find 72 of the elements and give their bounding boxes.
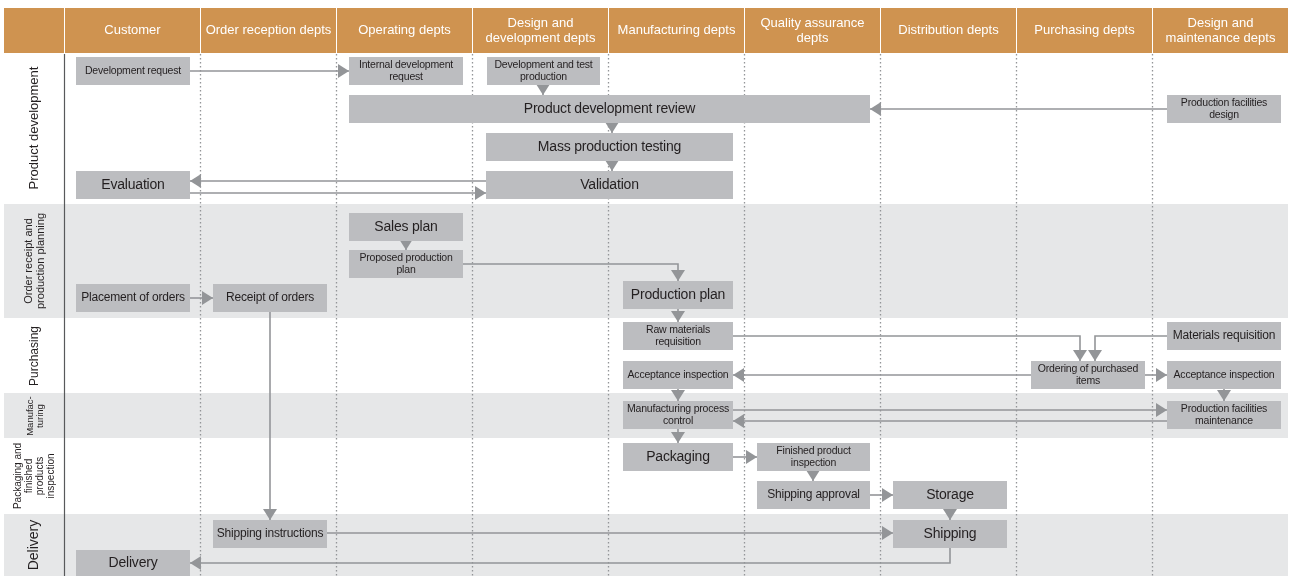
arrow [732, 335, 1087, 362]
arrow [671, 388, 685, 402]
arrow [671, 308, 685, 323]
process-box: Shipping instructions [213, 520, 327, 548]
swimlane-band [4, 204, 1288, 318]
column-header: Manufacturing depts [609, 8, 744, 53]
arrow [189, 64, 350, 78]
process-box: Mass production testing [486, 133, 733, 161]
process-box: Shipping [893, 520, 1007, 548]
lane-label: Product development [24, 65, 42, 192]
process-box: Product development review [349, 95, 870, 123]
arrow [732, 414, 1168, 428]
process-box: Acceptance inspection [623, 361, 733, 389]
process-box: Storage [893, 481, 1007, 509]
arrow [1144, 368, 1168, 382]
arrow [732, 403, 1168, 417]
arrow [1088, 335, 1168, 362]
lane-label: Delivery [24, 518, 43, 573]
arrow [605, 122, 619, 134]
lane-label: Packaging and finished products inspection [11, 441, 57, 512]
arrow [943, 508, 957, 521]
arrow [671, 428, 685, 444]
swimlane-band [4, 514, 1288, 576]
arrow [189, 547, 951, 570]
process-box: Ordering of purchased items [1031, 361, 1145, 389]
process-box: Manufacturing process control [623, 401, 733, 429]
arrow [189, 186, 487, 200]
arrow [806, 470, 820, 482]
arrow [732, 368, 1032, 382]
process-box: Production facilities design [1167, 95, 1281, 123]
process-box: Receipt of orders [213, 284, 327, 312]
lane-label: Order receipt and production planning [20, 212, 47, 311]
process-box: Development and test production [487, 57, 600, 85]
column-header: Customer [65, 8, 200, 53]
column-header: Order reception depts [201, 8, 336, 53]
arrow [263, 311, 277, 521]
process-box: Acceptance inspection [1167, 361, 1281, 389]
arrow [399, 239, 413, 251]
lane-label: Purchasing [25, 324, 42, 388]
process-box: Finished product inspection [757, 443, 870, 471]
lane-label: Manufac-turing [21, 395, 46, 436]
arrow [462, 263, 685, 282]
column-header: Purchasing depts [1017, 8, 1152, 53]
process-box: Production plan [623, 281, 733, 309]
column-header: Operating depts [337, 8, 472, 53]
process-box: Delivery [76, 550, 190, 576]
arrow [326, 526, 894, 540]
process-box: Raw materials requisition [623, 322, 733, 350]
swimlane-band [4, 393, 1288, 438]
process-box: Shipping approval [757, 481, 870, 509]
process-box: Placement of orders [76, 284, 190, 312]
arrow [189, 291, 214, 305]
arrow [869, 102, 1168, 116]
process-box: Production facilities maintenance [1167, 401, 1281, 429]
process-box: Internal development request [349, 57, 463, 85]
process-box: Evaluation [76, 171, 190, 199]
column-header: Design and maintenance depts [1153, 8, 1288, 53]
arrow [732, 450, 758, 464]
column-header: Design and development depts [473, 8, 608, 53]
process-box: Proposed production plan [349, 250, 463, 278]
process-box: Validation [486, 171, 733, 199]
process-box: Packaging [623, 443, 733, 471]
process-box: Development request [76, 57, 190, 85]
column-header: Quality assurance depts [745, 8, 880, 53]
process-box: Sales plan [349, 213, 463, 241]
arrow [1217, 388, 1231, 402]
arrow [869, 488, 894, 502]
column-header: Distribution depts [881, 8, 1016, 53]
arrow [605, 160, 619, 172]
arrow [189, 174, 487, 188]
arrow [536, 84, 550, 96]
process-box: Materials requisition [1167, 322, 1281, 350]
